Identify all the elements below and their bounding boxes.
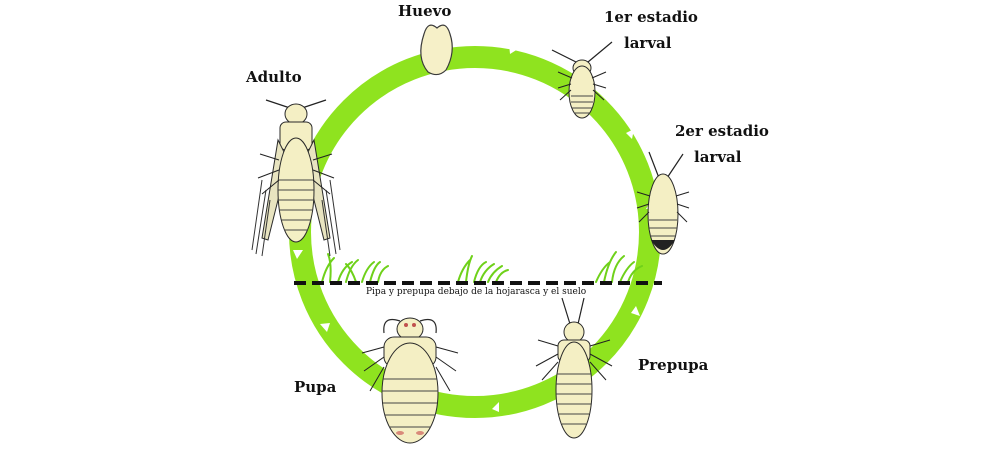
grass-icon: [321, 251, 643, 283]
egg-label: Huevo: [398, 2, 452, 20]
adult-label: Adulto: [246, 68, 302, 86]
prepupa-icon: [535, 297, 613, 439]
larva1-label-line2: larval: [624, 34, 672, 52]
larva-2-icon: [636, 151, 690, 255]
larva-1-icon: [551, 41, 613, 119]
larva2-label-line2: larval: [694, 148, 742, 166]
prepupa-label: Prepupa: [638, 356, 709, 374]
adult-insect-icon: [251, 99, 341, 257]
pupa-icon: [361, 317, 459, 444]
larva1-label-line1: 1er estadio: [604, 8, 698, 26]
pupa-label: Pupa: [294, 378, 337, 396]
ground-note: Pipa y prepupa debajo de la hojarasca y …: [366, 287, 587, 297]
larva2-label-line1: 2er estadio: [675, 122, 769, 140]
cycle-ring: [289, 46, 661, 418]
egg-icon: [420, 24, 453, 76]
